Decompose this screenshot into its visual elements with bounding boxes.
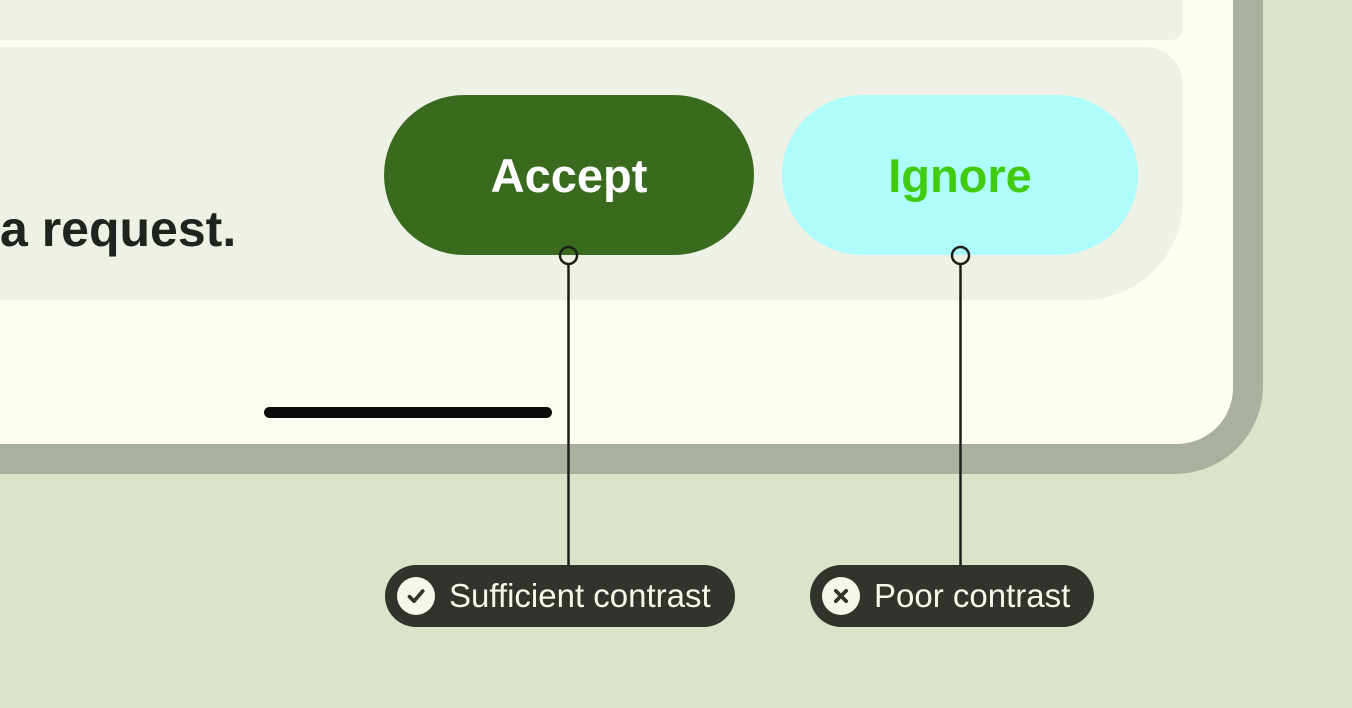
snippet-text: a request. [0, 201, 237, 257]
home-indicator-bar[interactable] [264, 407, 552, 418]
callout-poor-label: Poor contrast [874, 577, 1071, 614]
callout-sufficient-label: Sufficient contrast [449, 577, 711, 614]
callout-poor-contrast: Poor contrast [810, 565, 1095, 627]
callout-sufficient-contrast: Sufficient contrast [385, 565, 735, 627]
accept-button[interactable]: Accept [384, 95, 754, 255]
device-frame: a request. Accept Ignore [0, 0, 1263, 474]
check-icon [397, 577, 435, 615]
device-screen: a request. Accept Ignore [0, 0, 1233, 444]
card-main: a request. Accept Ignore [0, 47, 1183, 300]
ignore-button-label: Ignore [888, 148, 1032, 202]
card-top [0, 0, 1183, 40]
ignore-button[interactable]: Ignore [782, 95, 1138, 255]
accept-button-label: Accept [490, 148, 648, 202]
x-icon [822, 577, 860, 615]
